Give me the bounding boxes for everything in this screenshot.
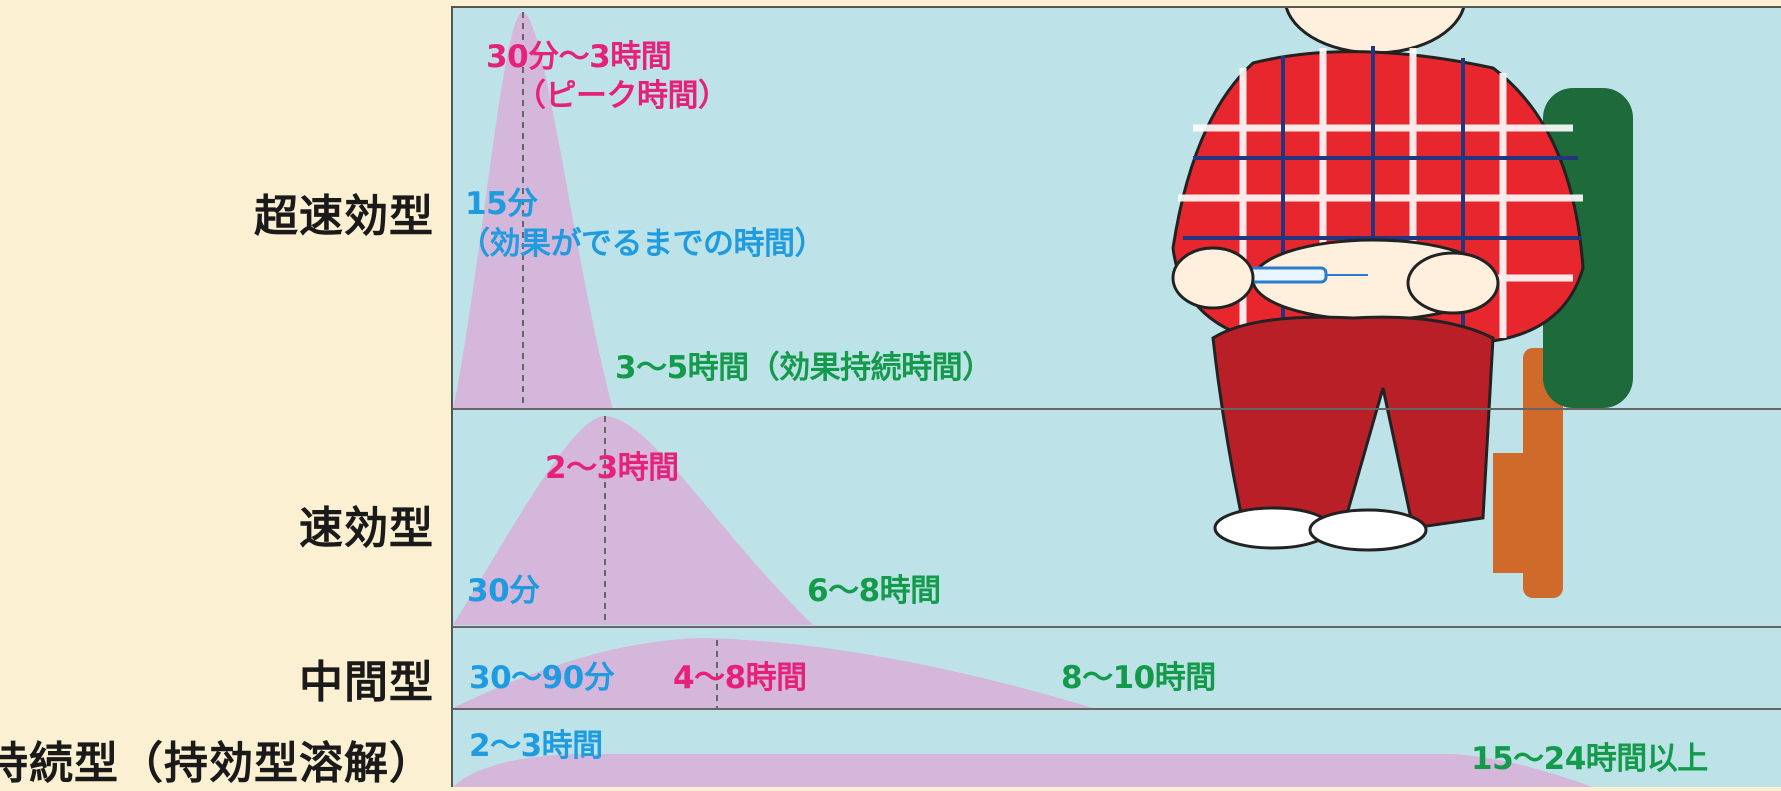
ultra-onset-note: （効果がでるまでの時間） bbox=[459, 226, 826, 262]
curve-long-acting bbox=[453, 754, 1593, 787]
insulin-curves bbox=[453, 8, 1633, 787]
ultra-duration: 3〜5時間（効果持続時間） bbox=[615, 350, 993, 386]
long-duration: 15〜24時間以上 bbox=[1471, 741, 1708, 777]
row-divider-3 bbox=[453, 708, 1781, 710]
rapid-peak-time: 2〜3時間 bbox=[545, 450, 679, 486]
rapid-duration: 6〜8時間 bbox=[807, 573, 941, 609]
row-divider-2 bbox=[453, 626, 1781, 628]
row-divider-1 bbox=[453, 408, 1781, 410]
curve-rapid bbox=[453, 416, 813, 625]
rapid-onset-time: 30分 bbox=[467, 573, 540, 609]
row-label-long-acting: 持続型（持効型溶解） bbox=[0, 738, 434, 789]
row-label-ultra-rapid: 超速効型 bbox=[254, 191, 434, 242]
action-profile-panel: 30分〜3時間 （ピーク時間） 15分 （効果がでるまでの時間） 3〜5時間（効… bbox=[451, 6, 1781, 787]
row-label-rapid: 速効型 bbox=[299, 503, 434, 554]
curve-ultra-rapid bbox=[453, 12, 613, 410]
mid-onset-time: 30〜90分 bbox=[469, 660, 615, 696]
man-injecting-insulin-illustration bbox=[1171, 8, 1633, 598]
curve-intermediate bbox=[453, 638, 1093, 708]
long-onset-time: 2〜3時間 bbox=[469, 728, 603, 764]
ultra-peak-time: 30分〜3時間 bbox=[486, 39, 672, 75]
ultra-peak-note: （ピーク時間） bbox=[515, 78, 729, 114]
mid-duration: 8〜10時間 bbox=[1061, 660, 1216, 696]
ultra-onset-time: 15分 bbox=[465, 186, 538, 222]
mid-peak-time: 4〜8時間 bbox=[673, 660, 807, 696]
row-label-intermediate: 中間型 bbox=[299, 657, 434, 708]
